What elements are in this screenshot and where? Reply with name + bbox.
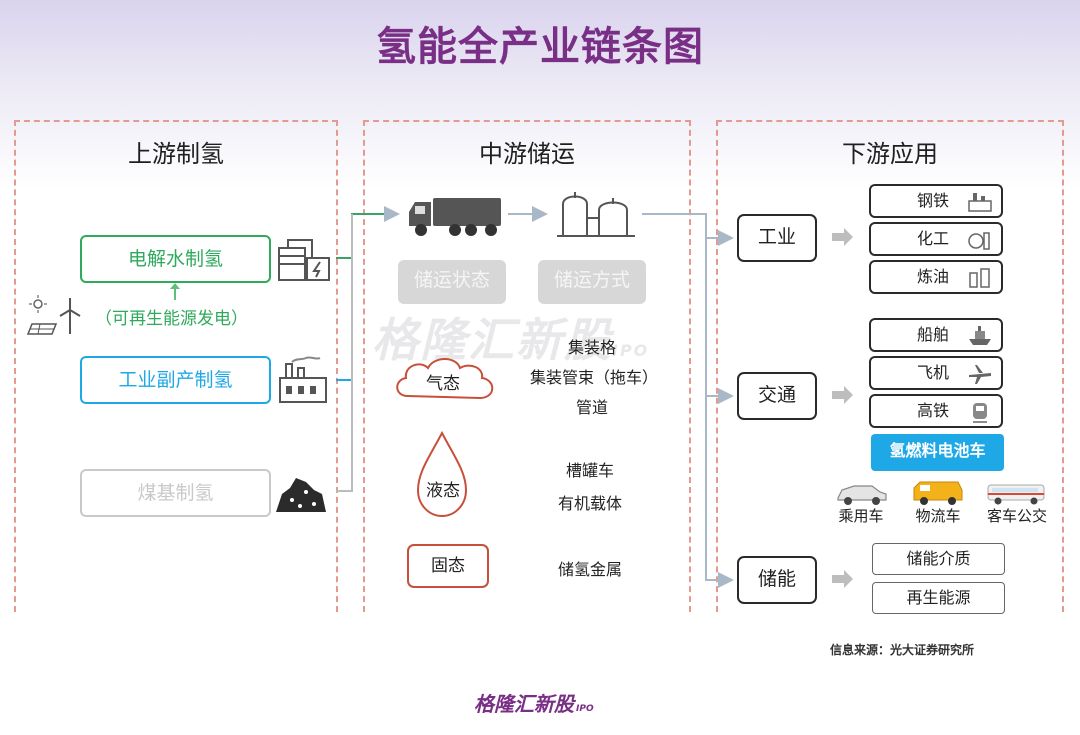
chemical-plant-icon — [968, 232, 990, 250]
solid-box: 固态 — [407, 544, 489, 588]
method-label-box: 储运方式 — [538, 260, 646, 304]
downstream-panel — [716, 120, 1064, 612]
electrolysis-box: 电解水制氢 — [80, 235, 271, 283]
industry-item-refining: 炼油 — [869, 260, 1003, 294]
truck-icon — [409, 198, 501, 236]
liquid-label: 液态 — [426, 481, 460, 501]
ship-icon — [969, 326, 991, 345]
item-label: 炼油 — [917, 267, 950, 286]
logo-sub: IPO — [576, 704, 594, 714]
transport-item-plane: 飞机 — [869, 356, 1003, 390]
industry-item-chemical: 化工 — [869, 222, 1003, 256]
midstream-title: 中游储运 — [479, 140, 575, 168]
train-icon — [973, 403, 987, 423]
plane-icon — [969, 365, 991, 384]
factory-icon — [968, 193, 992, 212]
gas-method-2: 集装管束（拖车） — [530, 368, 659, 387]
refinery-icon — [969, 268, 990, 288]
storage-category: 储能 — [737, 556, 817, 604]
gas-method-1: 集装格 — [568, 338, 617, 357]
byproduct-box: 工业副产制氢 — [80, 356, 271, 404]
tank-icon — [557, 192, 635, 237]
bus-icon — [987, 484, 1045, 505]
liquid-method-1: 槽罐车 — [566, 461, 615, 480]
factory-icon — [279, 356, 327, 403]
item-label: 高铁 — [917, 401, 950, 420]
coal-icon — [276, 478, 326, 512]
transport-category: 交通 — [737, 372, 817, 420]
watermark-sub: IPO — [612, 341, 650, 360]
logo-text: 格隆汇新股 — [474, 692, 574, 716]
liquid-method-2: 有机载体 — [558, 494, 623, 513]
drop-icon — [416, 430, 468, 518]
renewable-label: （可再生能源发电） — [95, 309, 248, 329]
downstream-title: 下游应用 — [842, 140, 938, 168]
fcv-badge: 氢燃料电池车 — [871, 434, 1004, 471]
vehicle-label-van: 物流车 — [915, 507, 961, 525]
vehicle-label-bus: 客车公交 — [986, 507, 1047, 525]
solid-method-1: 储氢金属 — [558, 560, 623, 579]
van-icon — [913, 481, 963, 505]
electrolyzer-icon — [278, 239, 330, 281]
transport-item-ship: 船舶 — [869, 318, 1003, 352]
watermark-text: 格隆汇新股 — [372, 313, 612, 367]
page-title: 氢能全产业链条图 — [376, 23, 704, 70]
storage-item-medium: 储能介质 — [872, 543, 1005, 575]
gas-method-3: 管道 — [576, 398, 609, 417]
item-label: 船舶 — [917, 325, 950, 344]
car-icon — [837, 485, 887, 505]
industry-item-steel: 钢铁 — [869, 184, 1003, 218]
gas-label: 气态 — [426, 374, 460, 394]
coal-box: 煤基制氢 — [80, 469, 271, 517]
status-label-box: 储运状态 — [398, 260, 506, 304]
upstream-panel — [14, 120, 338, 612]
industry-category: 工业 — [737, 214, 817, 262]
upstream-title: 上游制氢 — [128, 140, 224, 168]
cloud-icon — [396, 358, 494, 400]
storage-item-renewable: 再生能源 — [872, 582, 1005, 614]
item-label: 化工 — [917, 229, 950, 248]
vehicle-label-car: 乘用车 — [838, 507, 884, 525]
source-note: 信息来源：光大证券研究所 — [830, 643, 975, 657]
item-label: 钢铁 — [917, 191, 950, 210]
solar-wind-icon — [26, 295, 81, 335]
item-label: 飞机 — [917, 363, 950, 382]
transport-item-train: 高铁 — [869, 394, 1003, 428]
watermark: 格隆汇新股IPO — [372, 304, 649, 370]
midstream-panel — [363, 120, 691, 612]
